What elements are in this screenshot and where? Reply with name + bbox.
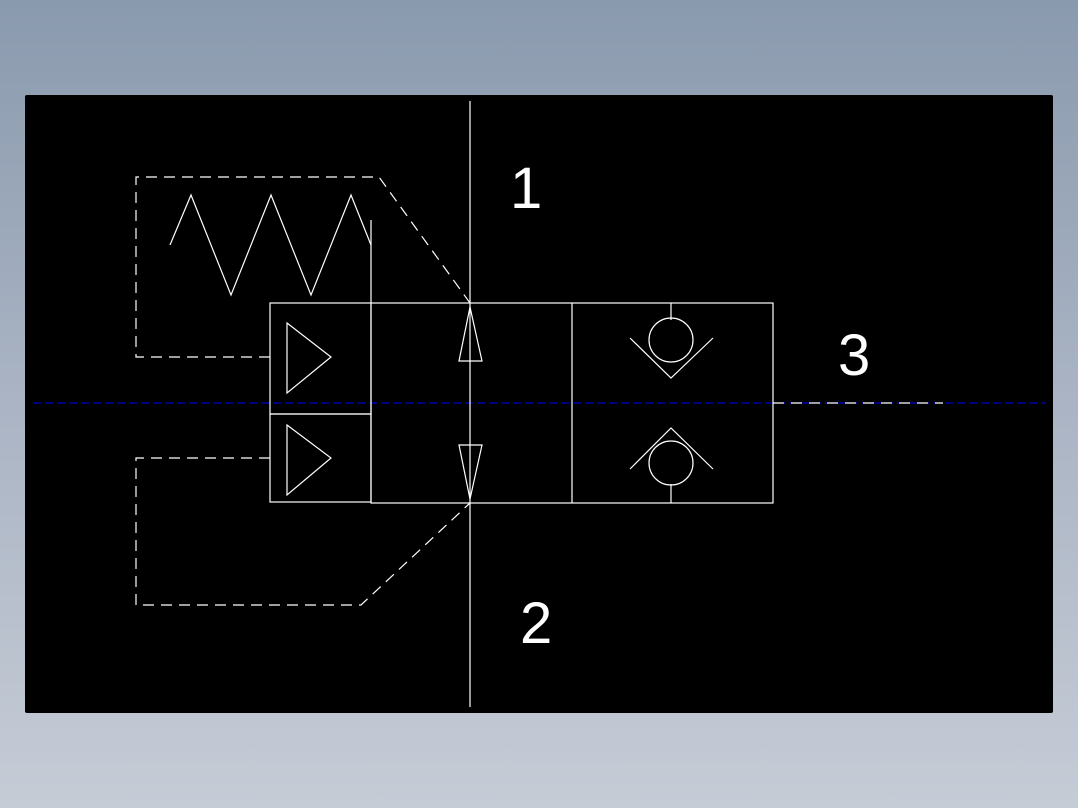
spring-icon xyxy=(169,193,372,297)
arrow-down-icon xyxy=(458,444,483,500)
pilot-line-upper xyxy=(135,176,471,358)
pilot-line-lower xyxy=(135,457,471,606)
port-3-label: 3 xyxy=(838,323,870,388)
drawing-canvas[interactable]: 1 2 3 xyxy=(25,95,1053,713)
port-2-label: 2 xyxy=(520,591,552,656)
pilot-triangle-icon xyxy=(286,321,332,395)
port-1-label: 1 xyxy=(510,156,542,221)
arrow-up-icon xyxy=(458,306,483,362)
check-valve-icon xyxy=(629,303,714,379)
pilot-triangle-icon xyxy=(286,423,332,497)
check-valve-icon xyxy=(629,427,714,503)
valve-schematic: 1 2 3 xyxy=(33,101,1045,707)
pilot-box-lower xyxy=(269,413,372,503)
pilot-box-upper xyxy=(269,302,372,415)
